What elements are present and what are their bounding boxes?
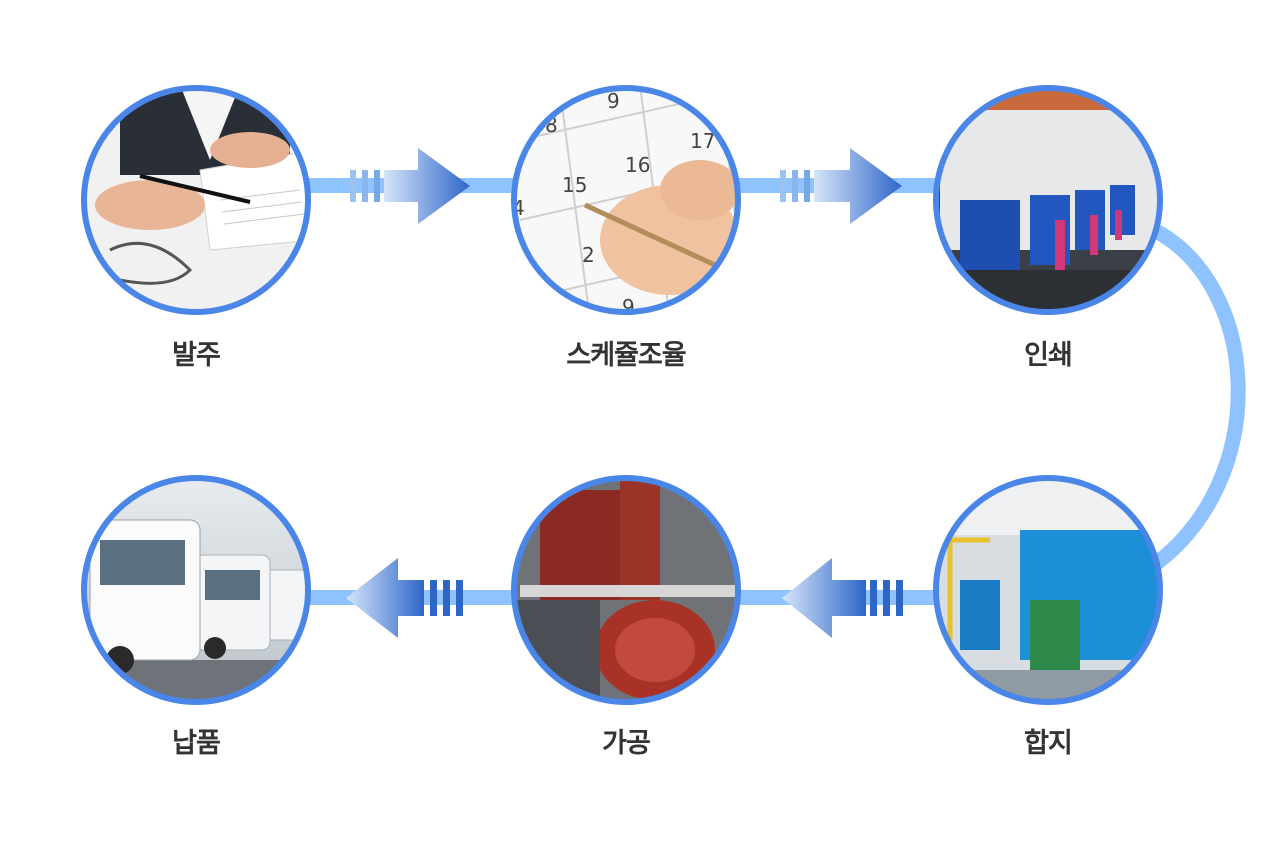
calendar-number: 9 — [607, 89, 620, 113]
step-label-delivery: 납품 — [76, 721, 316, 760]
calendar-number: 9 — [622, 295, 635, 319]
arrow-right-1 — [350, 148, 470, 224]
calendar-writing-photo: 8 9 15 16 17 4 2 9 — [510, 85, 745, 320]
film-processing-photo — [510, 475, 745, 710]
delivery-trucks-photo — [80, 475, 315, 710]
calendar-number: 2 — [582, 243, 595, 267]
step-label-printing: 인쇄 — [928, 333, 1168, 372]
calendar-number: 15 — [562, 173, 587, 197]
arrow-left-2 — [346, 558, 463, 638]
step-label-laminating: 합지 — [928, 721, 1168, 760]
step-label-order: 발주 — [76, 333, 316, 372]
calendar-number: 17 — [690, 129, 715, 153]
laminating-machine-photo — [930, 475, 1165, 710]
calendar-number: 16 — [625, 153, 650, 177]
contract-signing-photo — [80, 85, 315, 320]
step-label-processing: 가공 — [506, 721, 746, 760]
step-label-schedule: 스케쥴조율 — [506, 333, 746, 372]
printing-press-photo — [930, 85, 1165, 320]
arrow-left-1 — [782, 558, 903, 638]
